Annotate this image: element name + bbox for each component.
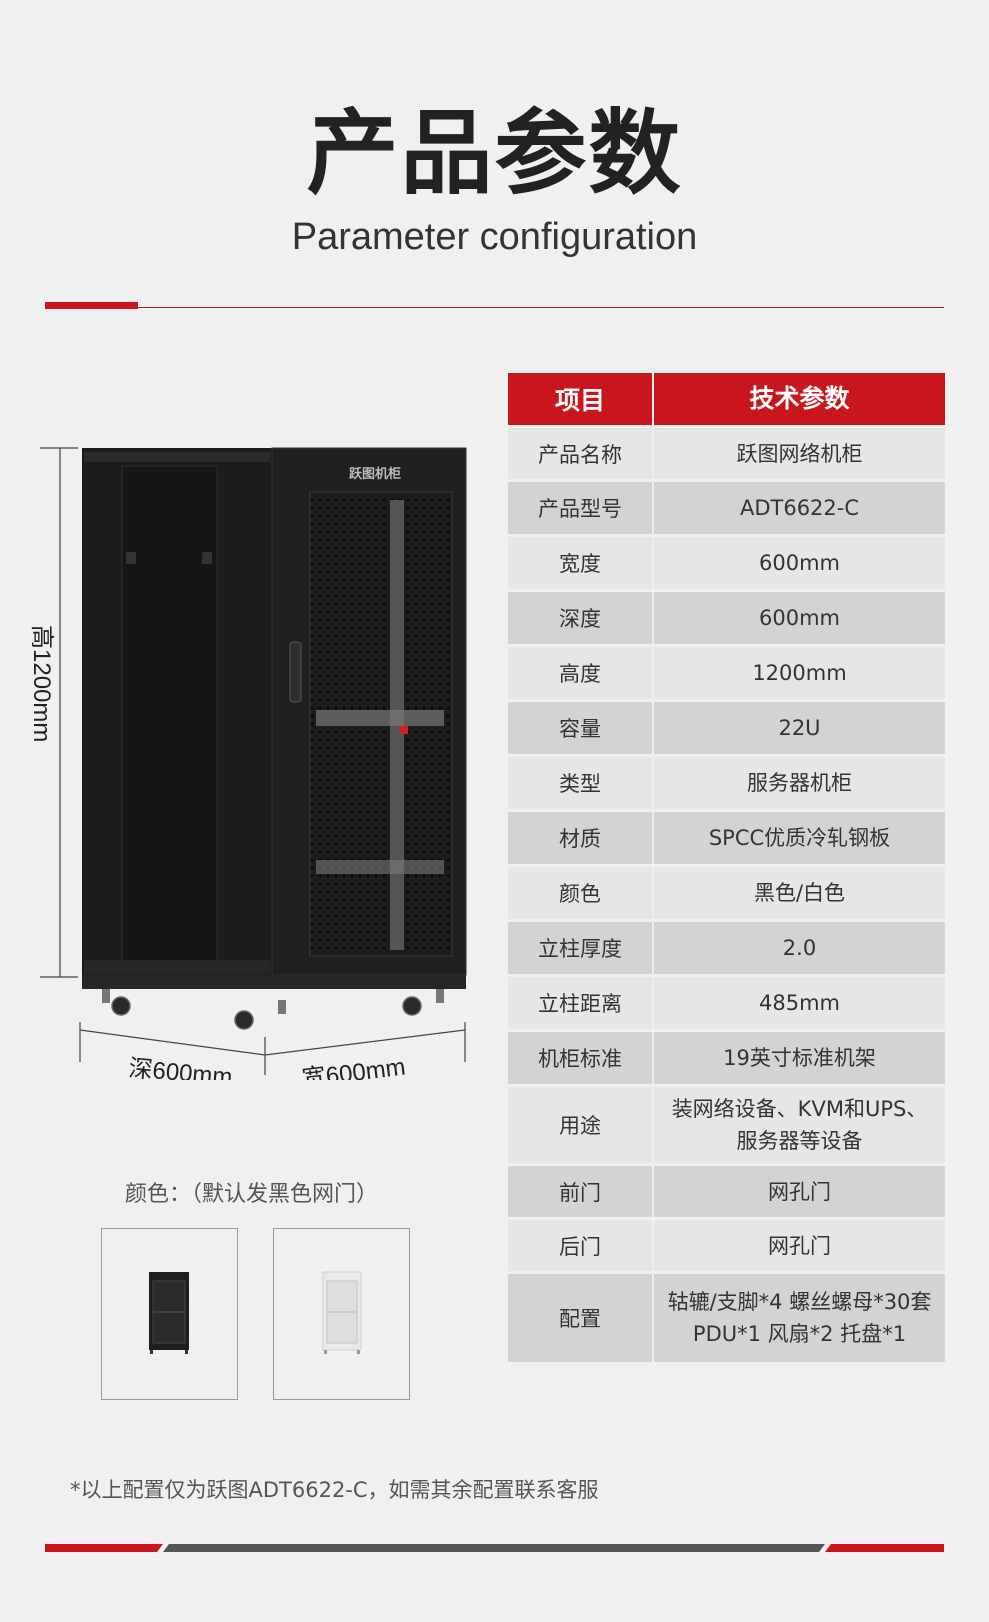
row-label: 材质 [508,812,652,864]
table-row: 前门 网孔门 [508,1166,945,1217]
row-label: 深度 [508,592,652,644]
black-cabinet-thumbnail [149,1272,189,1354]
row-value: ADT6622-C [654,482,945,534]
row-value: 跃图网络机柜 [654,428,945,479]
row-label: 容量 [508,702,652,754]
white-cabinet-thumbnail [322,1271,362,1354]
row-label: 宽度 [508,537,652,589]
cabinet-brand-label: 跃图机柜 [349,466,401,482]
row-label: 颜色 [508,867,652,919]
table-row: 后门 网孔门 [508,1220,945,1271]
row-label: 立柱距离 [508,977,652,1029]
dimension-depth: 深600mm [127,1055,233,1080]
row-label: 前门 [508,1166,652,1217]
table-row: 立柱距离 485mm [508,977,945,1029]
title-divider [45,307,944,308]
color-option-white[interactable] [273,1228,410,1400]
cabinet-product-image: 高1200mm 跃图机柜 深600mm 宽600mm [28,447,467,1080]
table-row: 产品名称 跃图网络机柜 [508,428,945,479]
row-label: 用途 [508,1087,652,1163]
row-value: 600mm [654,537,945,589]
dimension-width: 宽600mm [300,1053,407,1080]
row-value-line: PDU*1 风扇*2 托盘*1 [692,1322,907,1346]
table-row: 深度 600mm [508,592,945,644]
page-subtitle: Parameter configuration [291,216,698,258]
table-row: 颜色 黑色/白色 [508,867,945,919]
color-label: 颜色：（默认发黑色网门） [125,1182,379,1207]
color-option-black[interactable] [101,1228,238,1400]
row-label: 产品型号 [508,482,652,534]
table-header-spec: 技术参数 [654,373,945,425]
row-label: 高度 [508,647,652,699]
table-header-row: 项目 技术参数 [508,373,945,425]
table-row: 类型 服务器机柜 [508,757,945,809]
dimension-height: 高1200mm [28,625,55,742]
row-value-line: 装网络设备、KVM和UPS、 [671,1097,928,1121]
row-value: 黑色/白色 [654,867,945,919]
row-label: 机柜标准 [508,1032,652,1084]
row-value: 600mm [654,592,945,644]
table-row: 高度 1200mm [508,647,945,699]
row-value: 2.0 [654,922,945,974]
page-title: 产品参数 [306,100,683,207]
row-value: 轱辘/支脚*4 螺丝螺母*30套 PDU*1 风扇*2 托盘*1 [654,1274,945,1362]
row-value: 19英寸标准机架 [654,1032,945,1084]
row-value: 1200mm [654,647,945,699]
table-row: 用途 装网络设备、KVM和UPS、 服务器等设备 [508,1087,945,1163]
row-label: 立柱厚度 [508,922,652,974]
row-value: 网孔门 [654,1220,945,1271]
row-label: 后门 [508,1220,652,1271]
table-row: 容量 22U [508,702,945,754]
bottom-decoration-bar [45,1544,944,1552]
table-row: 产品型号 ADT6622-C [508,482,945,534]
row-label: 产品名称 [508,428,652,479]
footnote: *以上配置仅为跃图ADT6622-C，如需其余配置联系客服 [70,1478,599,1502]
row-value: 网孔门 [654,1166,945,1217]
table-row: 材质 SPCC优质冷轧钢板 [508,812,945,864]
row-value-line: 轱辘/支脚*4 螺丝螺母*30套 [667,1290,932,1314]
table-row: 立柱厚度 2.0 [508,922,945,974]
row-value: 22U [654,702,945,754]
row-value: 服务器机柜 [654,757,945,809]
row-value: 485mm [654,977,945,1029]
row-value-line: 服务器等设备 [736,1129,863,1153]
table-header-item: 项目 [508,373,652,425]
row-value: 装网络设备、KVM和UPS、 服务器等设备 [654,1087,945,1163]
title-divider-accent [45,302,138,309]
row-label: 类型 [508,757,652,809]
row-value: SPCC优质冷轧钢板 [654,812,945,864]
table-row: 宽度 600mm [508,537,945,589]
spec-table: 项目 技术参数 产品名称 跃图网络机柜 产品型号 ADT6622-C 宽度 60… [508,373,945,1365]
row-label: 配置 [508,1274,652,1362]
table-row: 配置 轱辘/支脚*4 螺丝螺母*30套 PDU*1 风扇*2 托盘*1 [508,1274,945,1362]
table-row: 机柜标准 19英寸标准机架 [508,1032,945,1084]
